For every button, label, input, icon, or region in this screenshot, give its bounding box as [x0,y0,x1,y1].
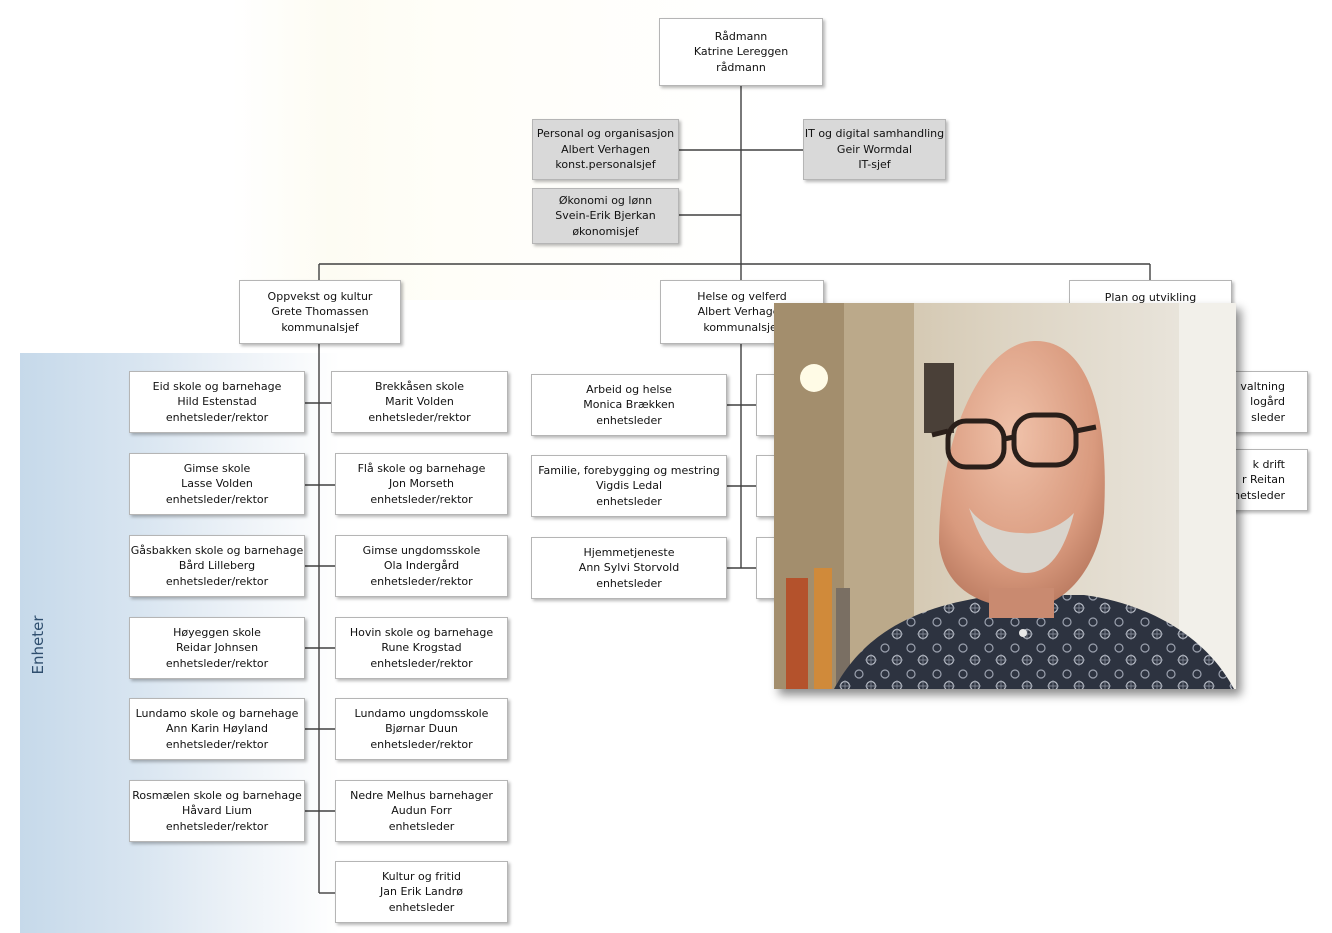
node-title: Eid skole og barnehage [152,379,282,393]
node-name: r Reitan [1241,473,1285,487]
node-name: Grete Thomassen [271,305,369,319]
node-oppvekst: Oppvekst og kultur Grete Thomassen kommu… [239,280,401,344]
node-role: enhetsleder [596,576,662,590]
node-name: Bjørnar Duun [385,722,458,736]
node-title: k drift [1252,457,1285,471]
node-title: Personal og organisasjon [536,127,675,141]
node-role: enhetsleder [388,819,455,833]
node-title: IT og digital samhandling [804,127,945,141]
node-name: logård [1250,395,1285,409]
node-title: Arbeid og helse [586,382,672,396]
unit-kultur: Kultur og fritid Jan Erik Landrø enhetsl… [335,861,508,923]
node-title: Gåsbakken skole og barnehage [130,543,304,557]
node-role: enhetsleder/rektor [165,492,269,506]
node-title: Nedre Melhus barnehager [350,788,493,802]
node-name: Hild Estenstad [177,395,257,409]
node-role: hetsleder [1233,488,1285,502]
unit-fla: Flå skole og barnehage Jon Morseth enhet… [335,453,508,515]
portrait-photo [774,303,1236,689]
node-title: Plan og utvikling [1104,291,1197,304]
node-name: Vigdis Ledal [595,479,663,493]
unit-gimse-ungdom: Gimse ungdomsskole Ola Indergård enhetsl… [335,535,508,597]
node-role: enhetsleder/rektor [370,492,473,506]
node-name: Jon Morseth [389,477,454,491]
node-title: Familie, forebygging og mestring [538,463,720,477]
node-role: enhetsleder/rektor [165,410,269,424]
node-name: Svein-Erik Bjerkan [555,209,656,223]
node-name: Albert Verhagen [561,142,650,156]
node-personal: Personal og organisasjon Albert Verhagen… [532,119,679,180]
unit-eid: Eid skole og barnehage Hild Estenstad en… [129,371,305,433]
node-title: Rådmann [714,29,768,43]
unit-gasbakken: Gåsbakken skole og barnehage Bård Lilleb… [129,535,305,597]
node-role: enhetsleder/rektor [368,410,471,424]
node-title: Brekkåsen skole [374,379,465,393]
unit-rosmaelen: Rosmælen skole og barnehage Håvard Lium … [129,780,305,842]
node-name: Håvard Lium [182,804,252,818]
node-role: konst.personalsjef [555,158,656,172]
unit-gimse: Gimse skole Lasse Volden enhetsleder/rek… [129,453,305,515]
node-name: Reidar Johnsen [175,641,259,655]
node-title: Rosmælen skole og barnehage [132,788,302,802]
node-name: Bård Lilleberg [178,559,256,573]
node-radmann: Rådmann Katrine Lereggen rådmann [659,18,823,86]
node-title: Høyeggen skole [173,625,261,639]
node-name: Albert Verhagen [697,305,787,319]
node-title: Hjemmetjeneste [583,545,675,559]
node-title: Gimse ungdomsskole [362,543,481,557]
node-title: valtning [1240,379,1285,393]
unit-hjemmetjeneste: Hjemmetjeneste Ann Sylvi Storvold enhets… [531,537,727,599]
node-role: enhetsleder [388,900,455,914]
node-role: kommunalsjef [281,320,359,334]
node-name: Katrine Lereggen [693,45,789,59]
node-title: Lundamo skole og barnehage [135,706,299,720]
node-title: Hovin skole og barnehage [349,625,494,639]
unit-nedre-melhus: Nedre Melhus barnehager Audun Forr enhet… [335,780,508,842]
node-title: Flå skole og barnehage [357,461,486,475]
node-title: Helse og velferd [697,289,787,303]
node-role: enhetsleder/rektor [370,737,473,751]
node-name: Marit Volden [385,395,454,409]
node-role: enhetsleder/rektor [165,819,269,833]
unit-hovin: Hovin skole og barnehage Rune Krogstad e… [335,617,508,679]
node-name: Ola Indergård [383,559,460,573]
node-name: Jan Erik Landrø [380,885,463,899]
node-name: Monica Brækken [583,398,675,412]
node-role: IT-sjef [858,158,891,172]
node-role: sleder [1251,410,1285,424]
node-title: Lundamo ungdomsskole [354,706,489,720]
unit-lundamo: Lundamo skole og barnehage Ann Karin Høy… [129,698,305,760]
node-title: Økonomi og lønn [558,193,653,207]
node-role: rådmann [716,60,766,74]
node-name: Ann Sylvi Storvold [578,561,680,575]
node-role: enhetsleder/rektor [165,656,269,670]
node-role: enhetsleder/rektor [165,737,269,751]
unit-brekkasen: Brekkåsen skole Marit Volden enhetsleder… [331,371,508,433]
node-it: IT og digital samhandling Geir Wormdal I… [803,119,946,180]
node-title: Oppvekst og kultur [267,289,373,303]
node-name: Rune Krogstad [381,641,462,655]
node-role: enhetsleder/rektor [165,574,269,588]
unit-lundamo-ungdom: Lundamo ungdomsskole Bjørnar Duun enhets… [335,698,508,760]
node-okonomi: Økonomi og lønn Svein-Erik Bjerkan økono… [532,188,679,244]
node-name: Audun Forr [391,804,452,818]
unit-arbeid-helse: Arbeid og helse Monica Brækken enhetsled… [531,374,727,436]
node-title: Gimse skole [183,461,251,475]
node-role: økonomisjef [572,224,639,238]
unit-familie: Familie, forebygging og mestring Vigdis … [531,455,727,517]
node-role: enhetsleder [596,413,662,427]
node-name: Lasse Volden [181,477,253,491]
node-role: enhetsleder/rektor [370,574,473,588]
node-name: Geir Wormdal [836,142,913,156]
node-name: Ann Karin Høyland [165,722,269,736]
node-role: enhetsleder/rektor [370,656,473,670]
node-role: enhetsleder [596,494,662,508]
node-role: kommunalsjef [703,320,781,334]
unit-hoyeggen: Høyeggen skole Reidar Johnsen enhetslede… [129,617,305,679]
node-title: Kultur og fritid [381,869,461,883]
